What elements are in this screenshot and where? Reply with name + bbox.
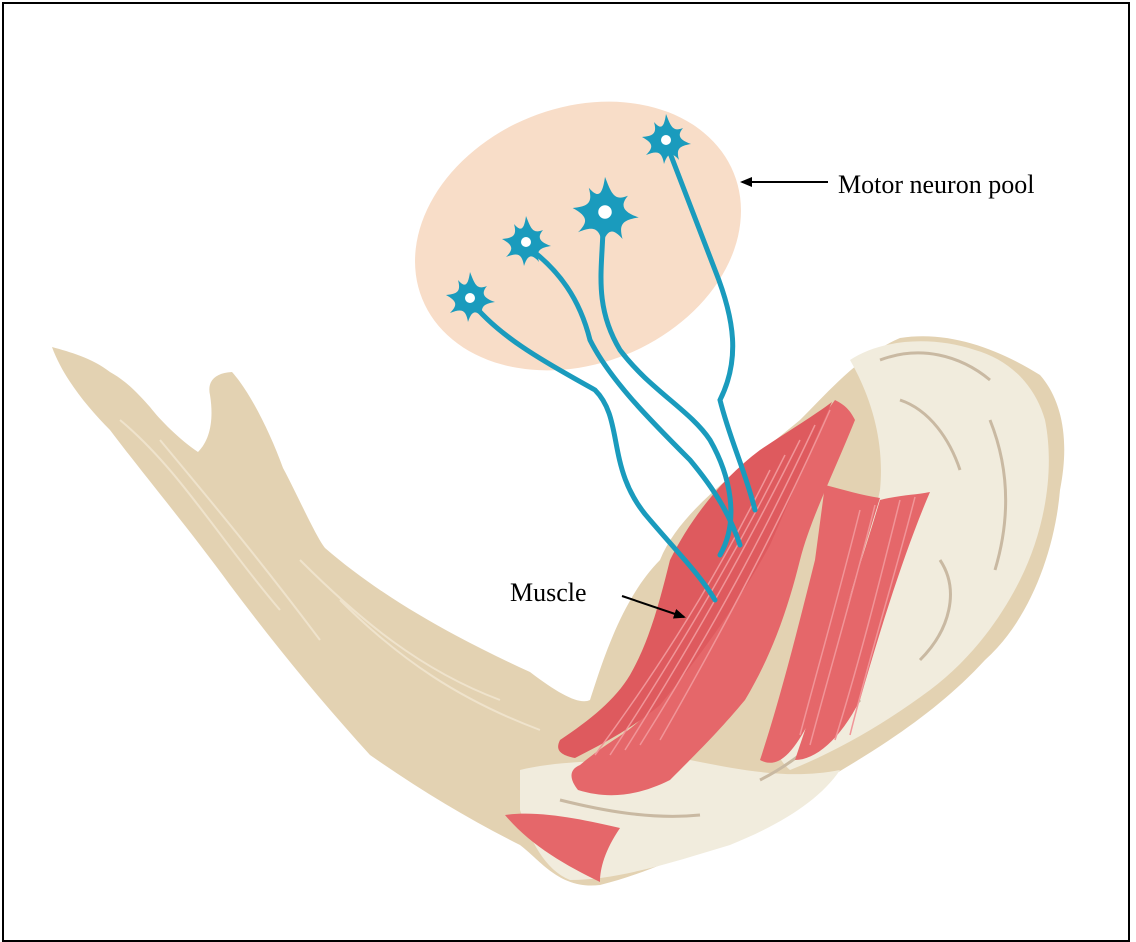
motor-neuron-pool-label: Motor neuron pool bbox=[838, 172, 1034, 198]
muscle-label: Muscle bbox=[510, 580, 587, 606]
motor-neuron-pool bbox=[374, 54, 781, 417]
